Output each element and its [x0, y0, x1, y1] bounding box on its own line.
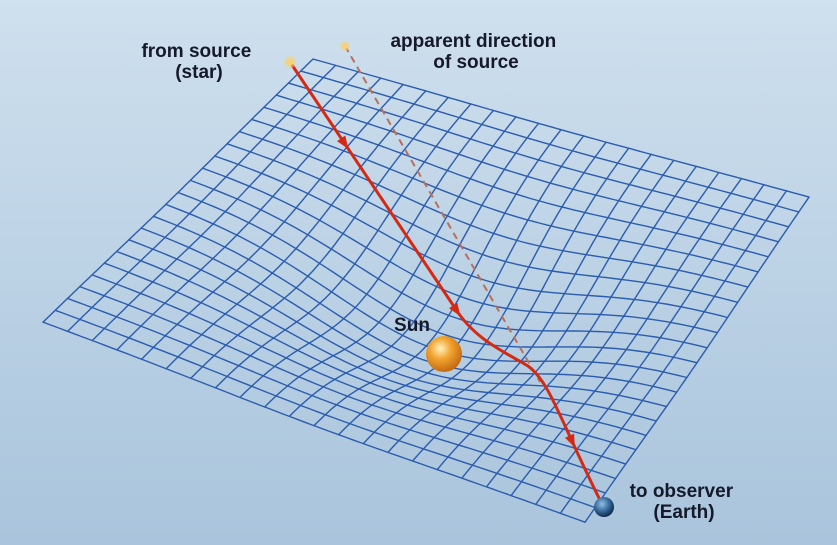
apparent-direction-line	[344, 45, 541, 383]
observer-label: to observer (Earth)	[630, 481, 739, 523]
grid-line	[411, 153, 652, 462]
grid-line	[91, 274, 627, 465]
grid-line	[362, 141, 607, 445]
grid-line	[42, 321, 586, 523]
grid-line	[140, 227, 668, 408]
grid-line	[485, 171, 720, 488]
apparent-direction-label: apparent direction of source	[390, 31, 561, 73]
source-label: from source (star)	[141, 41, 256, 83]
grid-line	[103, 262, 637, 451]
grid-line	[165, 203, 688, 379]
grid-line	[510, 177, 743, 497]
grid-line	[128, 239, 657, 422]
sun-icon	[426, 336, 462, 372]
grid-line	[461, 165, 697, 479]
earth-icon	[594, 497, 614, 517]
grid-line	[535, 184, 765, 506]
grid-line	[387, 147, 630, 454]
star-icon	[284, 56, 296, 68]
grid-line	[559, 190, 788, 514]
sun-label: Sun	[394, 315, 430, 336]
spacetime-grid	[42, 58, 810, 523]
light-path-arrow	[564, 433, 575, 448]
grid-line	[66, 297, 607, 494]
grid-line	[584, 196, 810, 523]
grid-line	[337, 135, 585, 436]
grid-line	[152, 215, 678, 393]
grid-line	[54, 309, 596, 509]
grid-line	[79, 285, 617, 480]
grid-line	[177, 191, 698, 364]
grid-line	[436, 159, 675, 471]
light-path-arrow	[337, 135, 349, 150]
light-path-arrows	[337, 135, 575, 448]
apparent-star-icon	[340, 41, 350, 51]
light-path-arrow	[448, 302, 461, 317]
